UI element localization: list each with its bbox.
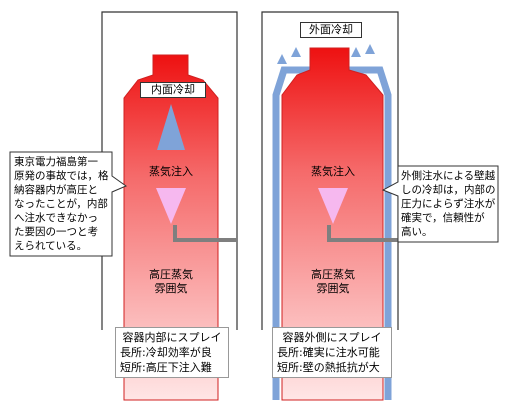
left-callout-line: 東京電力福島第一: [14, 156, 98, 168]
left-callout-line: えられている。: [14, 240, 88, 252]
right-cooling-arrows: [277, 44, 375, 64]
right-atmosphere-line2: 雰囲気: [316, 282, 350, 295]
left-atmosphere-line2: 雰囲気: [154, 282, 188, 295]
right-callout-line: 高い。: [401, 226, 433, 238]
right-callout-line: しの冷却は，内部の: [401, 184, 496, 196]
right-outer-cooling-label: 外面冷却: [300, 22, 362, 38]
right-callout-line: 外側注水による壁越: [401, 170, 496, 182]
left-callout-line: 納容器内が高圧と: [14, 184, 98, 196]
left-callout-line: 原発の事故では，格: [14, 170, 109, 182]
left-atmosphere-line1: 高圧蒸気: [149, 268, 193, 281]
right-panel-pro: 長所:確実に注水可能: [277, 346, 380, 359]
right-panel-title: 容器外側にスプレイ: [282, 331, 382, 344]
right-method-panel: 容器外側にスプレイ 長所:確実に注水可能 短所:壁の熱抵抗が大: [272, 327, 392, 378]
right-callout-line: 確実で，信頼性が: [401, 212, 485, 224]
left-callout-bubble: [9, 151, 128, 257]
left-steam-pipe: [173, 225, 237, 242]
left-panel-con: 短所:高圧下注入難: [120, 361, 212, 374]
right-callout-text: 外側注水による壁越 しの冷却は，内部の 圧力によらず注水が 確実で，信頼性が 高…: [401, 169, 497, 239]
right-callout-bubble: [381, 165, 499, 243]
left-callout-text: 東京電力福島第一 原発の事故では，格 納容器内が高圧と なったことが，内部 へ注…: [14, 155, 110, 253]
right-atmosphere-line1: 高圧蒸気: [311, 268, 355, 281]
left-panel-title: 容器内部にスプレイ: [122, 331, 222, 344]
left-callout-line: なったことが，内部: [14, 198, 108, 210]
left-panel-pro: 長所:冷却効率が良: [120, 346, 212, 359]
right-panel-con: 短所:壁の熱抵抗が大: [277, 361, 380, 374]
right-vessel: [281, 47, 384, 401]
right-steam-pipe: [327, 225, 398, 242]
left-callout-line: た要因の一つと考: [14, 226, 98, 238]
left-cooling-spray: [157, 104, 185, 150]
left-steam-spray: [156, 188, 186, 224]
left-method-panel: 容器内部にスプレイ 長所:冷却効率が良 短所:高圧下注入難: [115, 327, 229, 378]
left-vessel: [123, 54, 219, 401]
left-callout-line: へ注水できなかっ: [14, 212, 98, 224]
left-steam-injection-label: 蒸気注入: [149, 165, 193, 178]
right-steam-spray: [318, 188, 348, 224]
left-inner-cooling-label: 内面冷却: [140, 82, 206, 98]
right-steam-injection-label: 蒸気注入: [311, 165, 355, 178]
right-callout-line: 圧力によらず注水が: [401, 198, 496, 210]
